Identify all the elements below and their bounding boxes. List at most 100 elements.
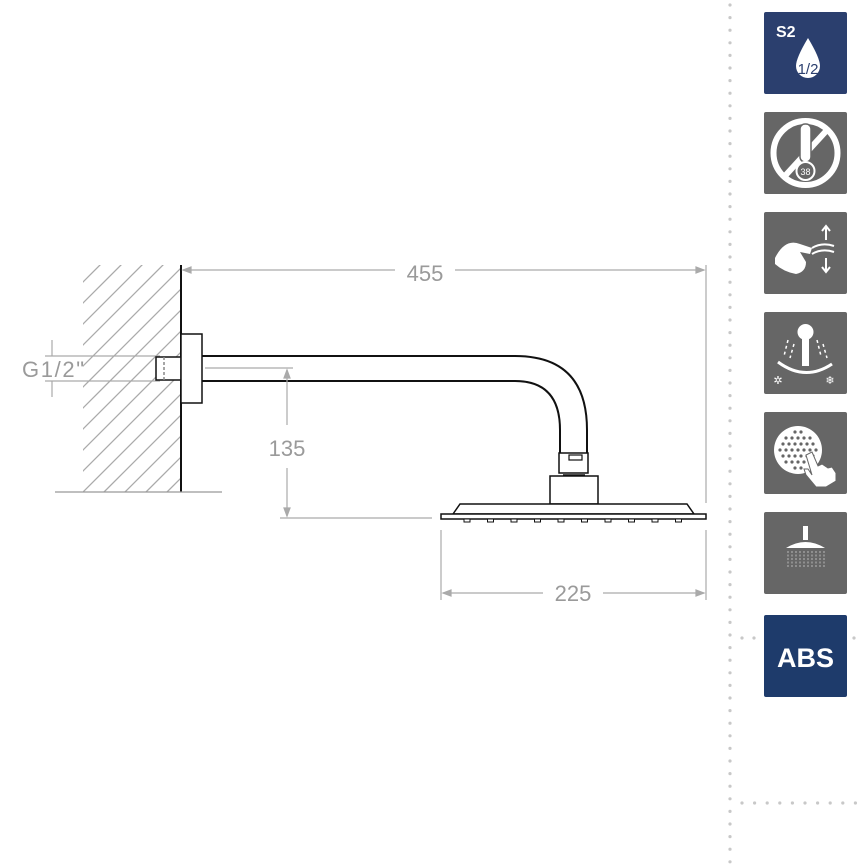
dot: [752, 636, 756, 640]
nozzle-hole: [802, 436, 806, 440]
hatch-line: [83, 265, 143, 325]
shower-arm: [202, 355, 588, 453]
svg-text:✲: ✲: [773, 375, 782, 387]
wall-hatch: [83, 252, 722, 492]
dot: [728, 444, 732, 448]
dot: [728, 734, 732, 738]
dot: [728, 406, 732, 410]
dot: [728, 116, 732, 120]
dot: [728, 520, 732, 524]
no-thermostat-icon: 38: [764, 112, 847, 194]
dot: [728, 331, 732, 335]
anti-limescale-nozzles-icon: [764, 412, 847, 494]
dot: [853, 801, 858, 805]
nozzle: [675, 518, 682, 523]
dotted-separator: [728, 3, 858, 864]
dot: [728, 570, 732, 574]
length-dimension: [181, 265, 707, 503]
dot: [765, 801, 769, 805]
hatch-line: [83, 265, 122, 304]
shower-head-top: [451, 503, 696, 515]
dot: [728, 293, 732, 297]
dot: [728, 179, 732, 183]
nozzle-hole: [814, 448, 818, 452]
nozzle-hole: [799, 466, 803, 470]
dot: [728, 860, 732, 864]
dot: [728, 167, 732, 171]
nozzle-hole: [781, 454, 785, 458]
hatch-line: [209, 252, 449, 492]
dot: [728, 557, 732, 562]
dot: [728, 343, 732, 347]
dot: [728, 620, 732, 625]
dot: [728, 658, 732, 662]
nozzle: [628, 518, 635, 523]
dot: [728, 797, 732, 801]
dot: [841, 801, 845, 805]
dot: [728, 457, 732, 461]
hatch-line: [124, 435, 181, 492]
height-label: 135: [269, 436, 306, 461]
svg-text:1/2: 1/2: [798, 61, 819, 78]
dot: [728, 835, 732, 839]
hatch-line: [482, 252, 722, 492]
nozzle-hole: [784, 460, 788, 464]
dot: [728, 494, 732, 498]
dot: [852, 636, 856, 640]
dot: [816, 801, 820, 805]
width-label: 225: [555, 581, 592, 606]
dot: [728, 217, 732, 221]
dot: [740, 801, 744, 805]
nozzle-hole: [790, 460, 794, 464]
hatch-line: [103, 414, 181, 492]
dot: [728, 28, 732, 32]
nozzle-hole: [811, 442, 815, 446]
height-dimension: [205, 367, 432, 519]
dot: [728, 230, 732, 234]
hatch-line: [272, 252, 512, 492]
shower-head-plate: [440, 513, 707, 520]
s2-water-saving-icon: S2 1/2: [764, 12, 847, 94]
nozzle-hole: [787, 454, 791, 458]
dot: [728, 847, 732, 851]
dot: [728, 16, 732, 20]
dot: [728, 469, 732, 473]
dot: [740, 636, 744, 640]
dot: [728, 142, 732, 146]
hatch-line: [314, 252, 554, 492]
nozzle-hole: [793, 430, 797, 434]
nozzle-hole: [808, 436, 812, 440]
nozzle-hole: [778, 448, 782, 452]
nozzle-hole: [805, 442, 809, 446]
dot: [728, 192, 732, 196]
svg-text:❄: ❄: [825, 375, 834, 387]
svg-text:38: 38: [800, 167, 810, 177]
dot: [728, 746, 732, 751]
nozzle-hole: [796, 448, 800, 452]
nozzle: [581, 518, 588, 523]
dot: [728, 53, 732, 58]
dot: [728, 91, 732, 95]
dot: [728, 41, 732, 45]
dot: [728, 154, 732, 158]
hatch-line: [419, 252, 659, 492]
dot: [728, 255, 732, 259]
dot: [728, 696, 732, 700]
nozzle-hole: [799, 454, 803, 458]
dot: [728, 368, 732, 372]
dot: [728, 242, 732, 246]
easy-clean-icon: [764, 212, 847, 294]
hatch-line: [83, 267, 181, 367]
nozzle: [651, 518, 659, 523]
thread-label: G1/2": [22, 357, 84, 382]
wall-flange: [180, 333, 203, 404]
nozzle-hole: [793, 466, 797, 470]
hatch-line: [83, 309, 181, 409]
dot: [728, 356, 732, 360]
dot: [728, 583, 732, 587]
dot: [728, 646, 732, 650]
hatch-line: [335, 252, 575, 492]
dot: [728, 759, 732, 763]
nozzle: [604, 518, 612, 523]
